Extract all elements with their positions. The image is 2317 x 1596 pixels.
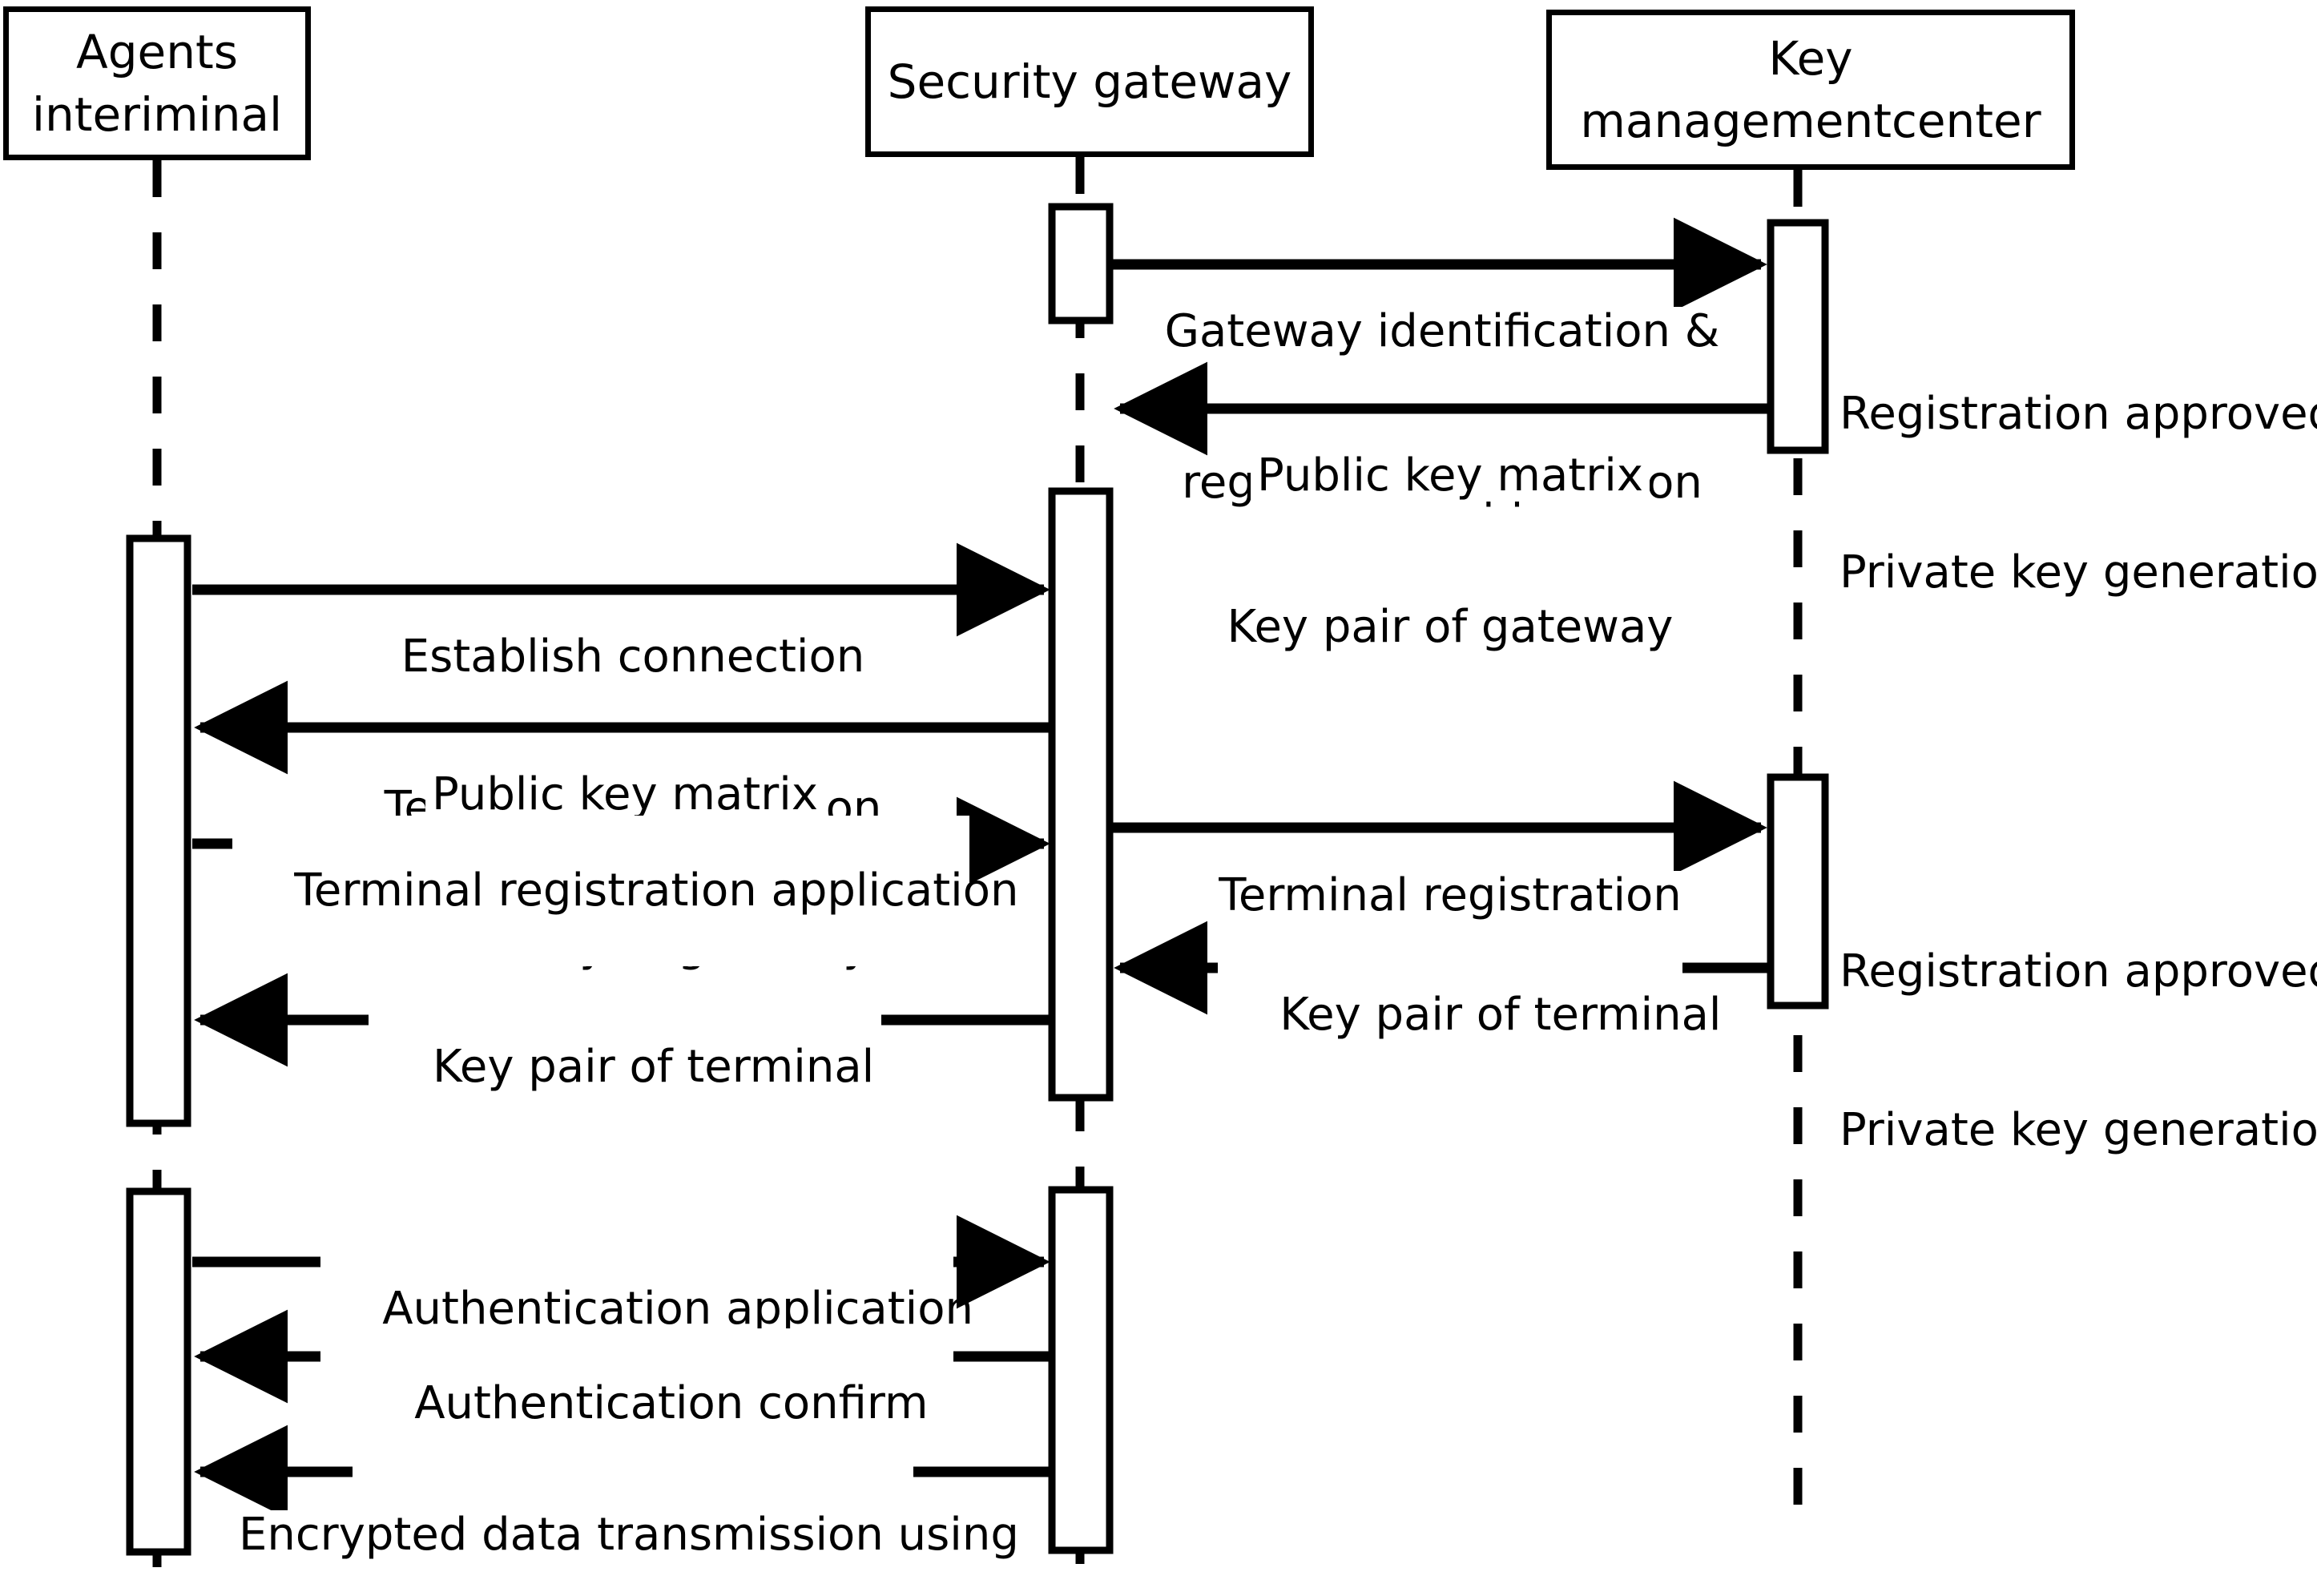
lifeline-header-terminal[interactable]: Agents interiminal bbox=[3, 6, 311, 160]
message-label-5: Terminal registration application bbox=[232, 816, 1018, 967]
note-kmc-registration-2: Registration approved Private key genera… bbox=[1839, 945, 2317, 1157]
activation-terminal-2 bbox=[126, 1187, 191, 1556]
activation-boxes bbox=[126, 203, 1829, 1556]
activation-kmc-2 bbox=[1767, 773, 1829, 1010]
lifeline-header-kmc-label: Key managementcenter bbox=[1580, 30, 2041, 148]
activation-gateway-3 bbox=[1048, 1186, 1114, 1554]
activation-gateway-1 bbox=[1048, 203, 1114, 324]
activation-terminal-1 bbox=[126, 534, 191, 1127]
message-label-7: Key pair of terminal bbox=[1218, 940, 1721, 1091]
activation-gateway-2 bbox=[1048, 487, 1114, 1102]
lifeline-header-gateway[interactable]: Security gateway bbox=[865, 6, 1314, 157]
lifeline-header-gateway-label: Security gateway bbox=[887, 54, 1292, 109]
message-label-10: Authentication confirm bbox=[353, 1328, 929, 1480]
lifeline-header-terminal-label: Agents interiminal bbox=[31, 24, 283, 142]
message-label-11: Encrypted data transmission using Sessio… bbox=[232, 1410, 1026, 1596]
activation-kmc-1 bbox=[1767, 219, 1829, 454]
note-kmc-registration-1: Registration approved Private key genera… bbox=[1839, 388, 2317, 599]
message-label-8: Key pair of terminal bbox=[369, 992, 881, 1143]
message-label-2: Public key matrix Key pair of gateway bbox=[1162, 351, 1739, 753]
lifeline-header-kmc[interactable]: Key managementcenter bbox=[1546, 10, 2075, 170]
